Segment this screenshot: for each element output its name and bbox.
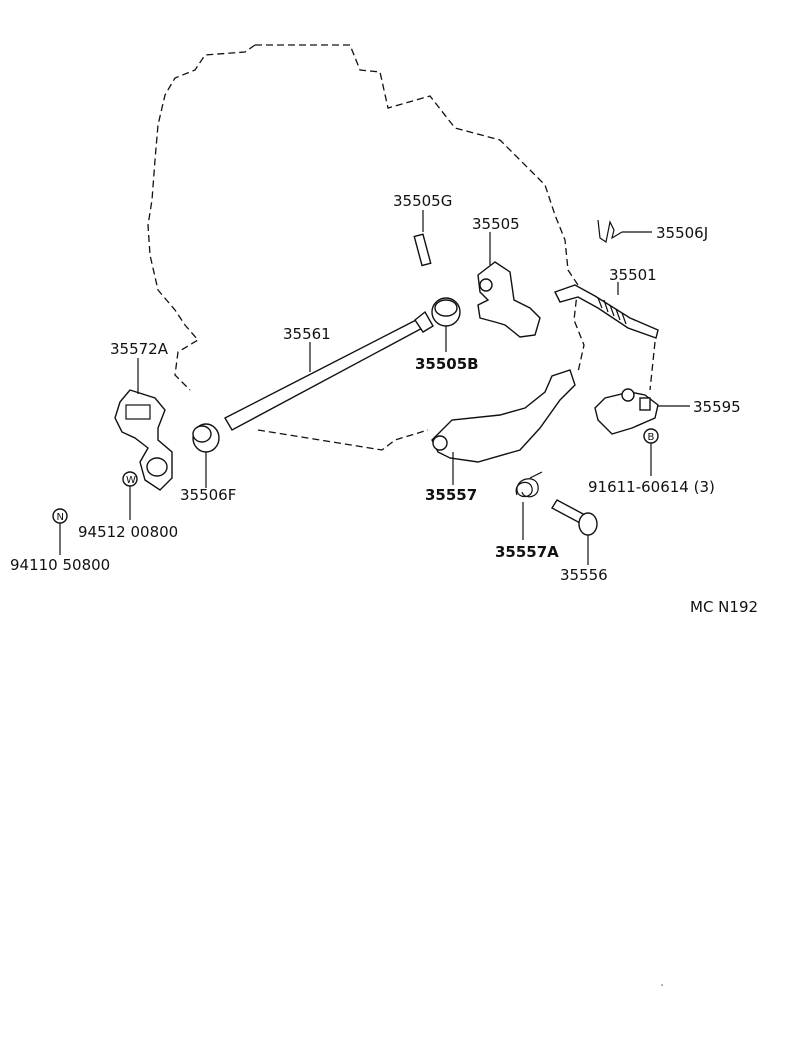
spring-35557a (515, 471, 543, 498)
switch-35595 (594, 388, 659, 435)
label-35561: 35561 (283, 325, 331, 343)
bracket-35572a (114, 389, 173, 491)
label-35556: 35556 (560, 566, 608, 584)
label-94512: 94512 00800 (78, 523, 178, 541)
pin-35505g (413, 233, 432, 267)
label-35557a: 35557A (495, 543, 559, 561)
bushing-35505b (431, 297, 461, 327)
label-35557: 35557 (425, 486, 477, 504)
stray-dot (661, 984, 663, 986)
label-35501: 35501 (609, 266, 657, 284)
label-35572a: 35572A (110, 340, 169, 358)
label-91611: 91611-60614 (3) (588, 478, 715, 496)
shaft-35501 (554, 284, 659, 339)
label-35505g: 35505G (393, 192, 452, 210)
label-94110: 94110 50800 (10, 556, 110, 574)
case-outline-left (147, 44, 256, 391)
pin-35556 (551, 499, 598, 536)
w-marker-letter: W (126, 475, 136, 486)
lever-35505 (477, 261, 541, 338)
b-marker-letter: B (648, 432, 655, 443)
clip-35506j (597, 219, 623, 243)
case-outline-bottom (257, 429, 429, 451)
case-outline (255, 44, 585, 373)
seal-35506f (192, 423, 220, 453)
n-marker-letter: N (57, 512, 64, 523)
label-35506j: 35506J (656, 224, 708, 242)
label-35505b: 35505B (415, 355, 479, 373)
figure-code: MC N192 (690, 598, 758, 616)
label-35506f: 35506F (180, 486, 236, 504)
label-35595: 35595 (693, 398, 741, 416)
arm-35557 (431, 369, 576, 463)
shaft-35561 (224, 310, 434, 431)
label-35505: 35505 (472, 215, 520, 233)
